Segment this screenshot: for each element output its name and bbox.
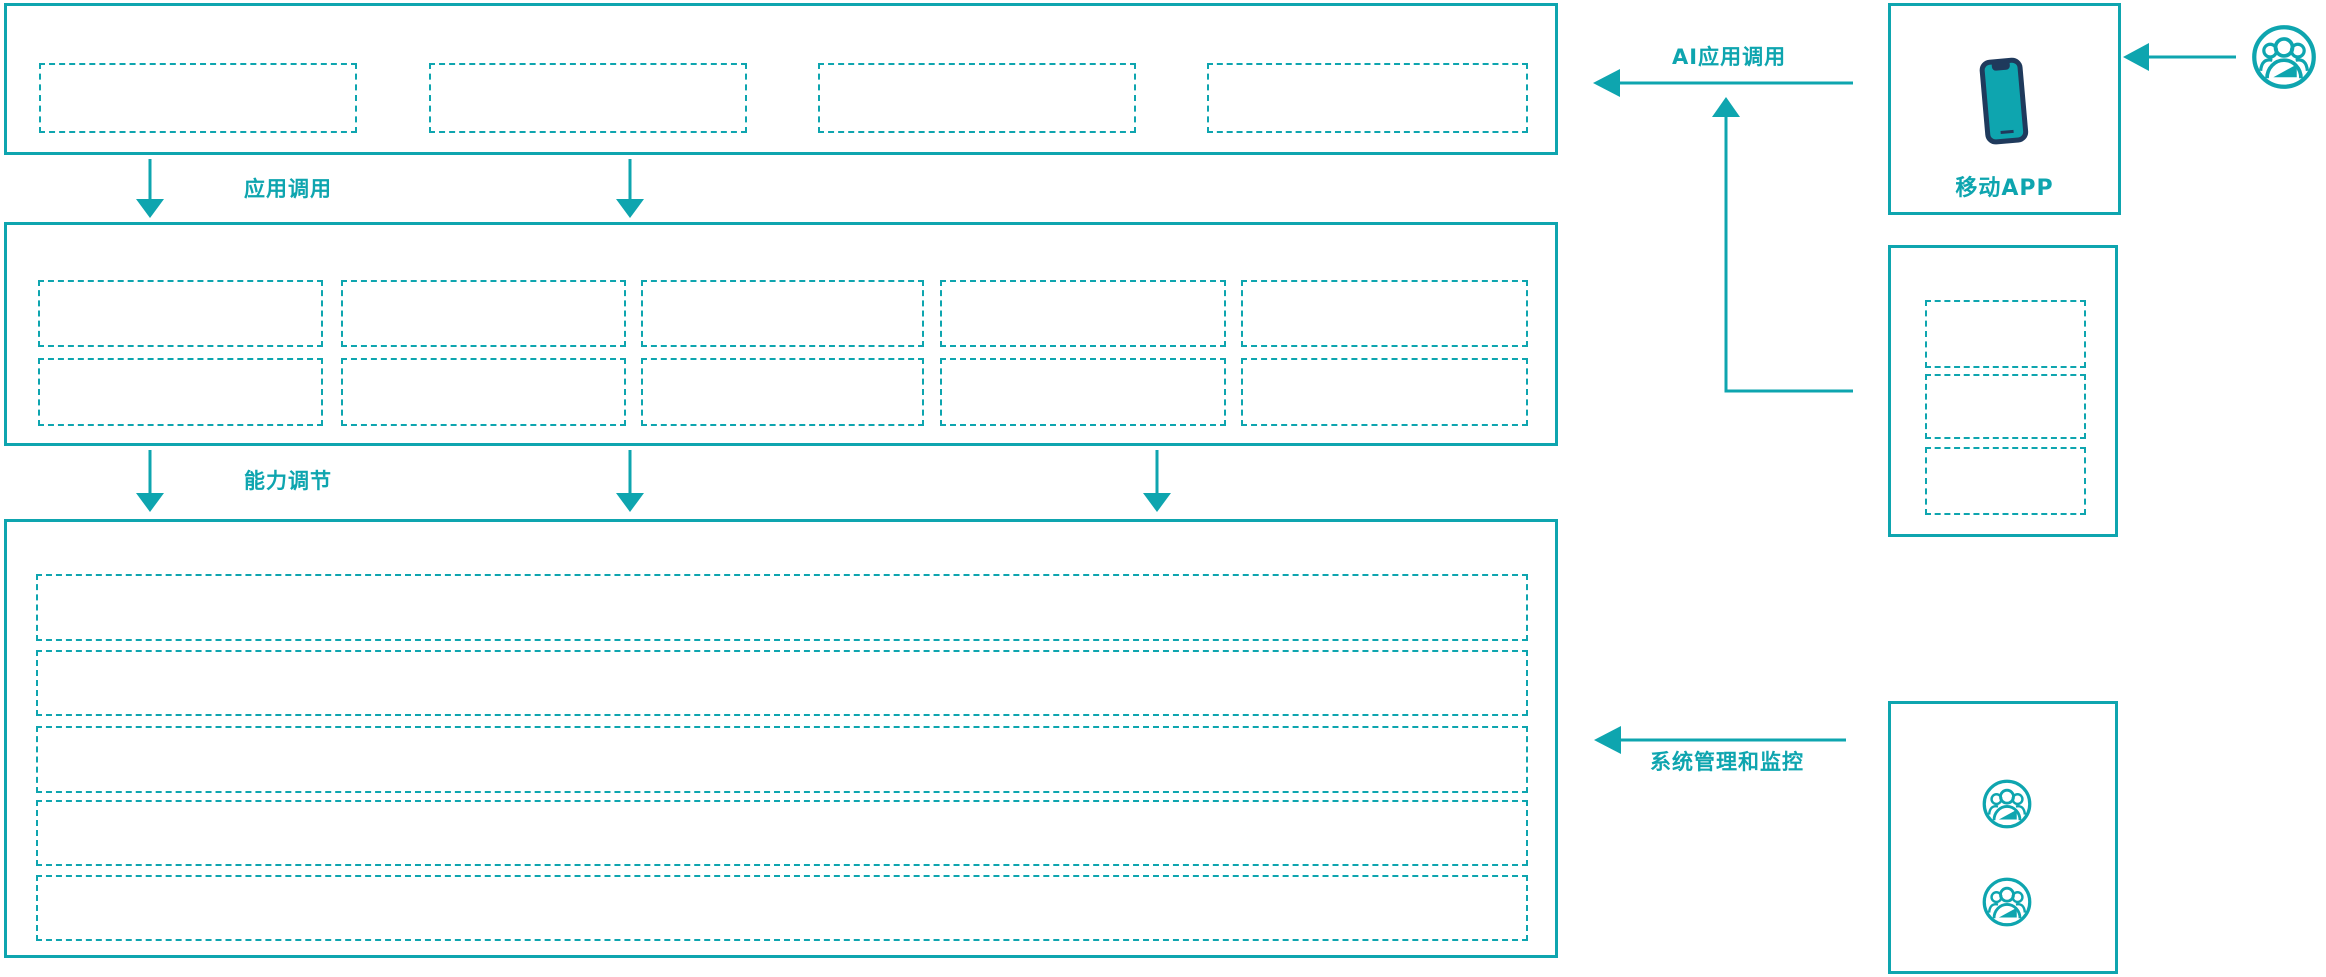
placeholder-row [36,650,1528,716]
placeholder-box [641,358,924,426]
placeholder-box [1241,280,1528,347]
placeholder-row [36,574,1528,641]
mobile-app-label: 移动APP [1955,176,2054,201]
service-layer-panel [4,222,1558,446]
ai-app-call-arrow [1593,69,1853,97]
application-layer-panel [4,3,1558,155]
user-group-icon [1981,876,2033,928]
placeholder-box [940,280,1226,347]
ai-app-call-label: AI应用调用 [1672,45,1787,69]
placeholder-box [1207,63,1528,133]
placeholder-box [38,358,323,426]
channel-up-arrow [1712,97,1853,393]
user-group-icon [2250,22,2318,92]
placeholder-box [641,280,924,347]
placeholder-box [39,63,357,133]
placeholder-box [341,358,626,426]
mobile-app-panel [1888,3,2121,215]
admin-panel [1888,701,2118,974]
app-call-arrow [136,159,644,218]
placeholder-box [38,280,323,347]
system-monitor-label: 系统管理和监控 [1650,750,1804,774]
app-call-label: 应用调用 [244,177,332,201]
placeholder-box [940,358,1226,426]
placeholder-box [818,63,1136,133]
placeholder-row [36,875,1528,941]
placeholder-box [1925,447,2086,515]
capability-layer-panel [4,519,1558,958]
user-group-icon [1981,778,2033,830]
placeholder-box [341,280,626,347]
placeholder-box [1241,358,1528,426]
placeholder-box [1925,300,2086,368]
user-to-mobile-arrow [2123,43,2236,71]
placeholder-row [36,726,1528,793]
placeholder-box [1925,374,2086,439]
placeholder-box [429,63,747,133]
channel-panel [1888,245,2118,537]
capability-adjust-label: 能力调节 [244,469,332,493]
placeholder-row [36,800,1528,866]
smartphone-icon [1977,56,2032,148]
